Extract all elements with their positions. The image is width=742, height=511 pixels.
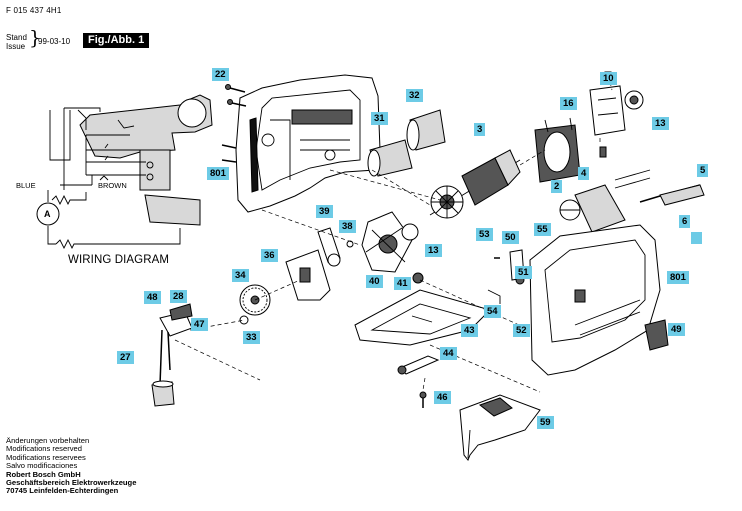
- part-tag-40: 40: [366, 275, 383, 288]
- part-tag-27: 27: [117, 351, 134, 364]
- document-number: F 015 437 4H1: [6, 6, 62, 15]
- part-tag-801-right: 801: [667, 271, 689, 284]
- part-tag-2: 2: [551, 180, 563, 193]
- footer-line-3: Modifications reservees: [6, 452, 86, 462]
- part-tag-4: 4: [578, 167, 590, 180]
- part-tag-33: 33: [243, 331, 260, 344]
- wire-label-brown: BROWN: [98, 181, 127, 190]
- lower-switch-sketch: [144, 194, 201, 226]
- motor-symbol-label: A: [44, 209, 51, 219]
- part-tag-13-top: 13: [652, 117, 669, 130]
- guide-roller: [397, 355, 440, 375]
- part-tag-6: 6: [679, 215, 691, 228]
- plunger-guide: [285, 249, 331, 301]
- footer-company: Robert Bosch GmbH: [6, 469, 81, 479]
- part-tag-10: 10: [600, 72, 617, 85]
- part-tag-39: 39: [316, 205, 333, 218]
- assembly-guide-lines: [174, 81, 613, 393]
- part-tag-44: 44: [440, 347, 457, 360]
- part-tag-59: 59: [537, 416, 554, 429]
- part-tag-55: 55: [534, 223, 551, 236]
- part-tag-48: 48: [144, 291, 161, 304]
- part-tag-16: 16: [560, 97, 577, 110]
- part-tag-49: 49: [668, 323, 685, 336]
- issue-label: Issue: [6, 42, 26, 51]
- switch-assembly: [559, 184, 626, 233]
- housing-right-shell: [529, 224, 669, 376]
- chip-deflector: [459, 394, 541, 461]
- part-tag-50: 50: [502, 231, 519, 244]
- housing-left-shell: [235, 74, 381, 213]
- wire-label-blue: BLUE: [16, 181, 36, 190]
- gear: [239, 284, 271, 325]
- base-screw: [419, 391, 427, 408]
- field-stator: [534, 117, 581, 183]
- wiring-diagram-title: WIRING DIAGRAM: [68, 254, 170, 266]
- part-tag-51: 51: [515, 266, 532, 279]
- issue-date: 99-03-10: [38, 37, 71, 46]
- part-tag-32: 32: [406, 89, 423, 102]
- terminal-block-sketch: [139, 149, 171, 191]
- motor-symbol: [36, 202, 60, 226]
- part-tag-52: 52: [513, 324, 530, 337]
- part-tag-5: 5: [697, 164, 709, 177]
- wiring-diagram: [36, 94, 213, 250]
- part-tag-31: 31: [371, 112, 388, 125]
- part-tag-38: 38: [339, 220, 356, 233]
- footer-address: 70745 Leinfelden-Echterdingen: [6, 486, 119, 496]
- footer-line-1: Änderungen vorbehalten: [6, 436, 90, 445]
- part-tag-28: 28: [170, 290, 187, 303]
- part-tag-34: 34: [232, 269, 249, 282]
- part-tag-3: 3: [474, 123, 486, 136]
- part-tag-22: 22: [212, 68, 229, 81]
- part-tag-47: 47: [191, 318, 208, 331]
- brush-holder: [589, 71, 644, 158]
- footer-line-4: Salvo modificaciones: [6, 461, 78, 471]
- armature: [429, 149, 521, 219]
- fan-bracket: [317, 211, 419, 273]
- part-tag-36: 36: [261, 249, 278, 262]
- part-tag-53: 53: [476, 228, 493, 241]
- part-tag-43: 43: [461, 324, 478, 337]
- footer-division: Geschäftsbereich Elektrowerkzeuge: [6, 478, 137, 488]
- part-tag-41: 41: [394, 277, 411, 290]
- stand-issue-labels: Stand Issue: [6, 33, 27, 51]
- figure-title: Fig./Abb. 1: [83, 33, 150, 48]
- footer-line-2: Modifications reserved: [6, 444, 82, 454]
- bearing-sleeves: [367, 109, 446, 177]
- plunger-assembly: [151, 303, 193, 407]
- part-tag-46: 46: [434, 391, 451, 404]
- brace-symbol: }: [29, 27, 42, 49]
- stand-label: Stand: [6, 33, 27, 42]
- part-tag-801-left: 801: [207, 167, 229, 180]
- power-cord: [614, 169, 705, 206]
- blank-callout: [691, 232, 702, 244]
- footer-notice: Änderungen vorbehalten Modifications res…: [6, 436, 137, 496]
- trigger-wheel: [177, 98, 207, 128]
- part-tag-13-mid: 13: [425, 244, 442, 257]
- part-tag-54: 54: [484, 305, 501, 318]
- housing-screws: [221, 84, 247, 163]
